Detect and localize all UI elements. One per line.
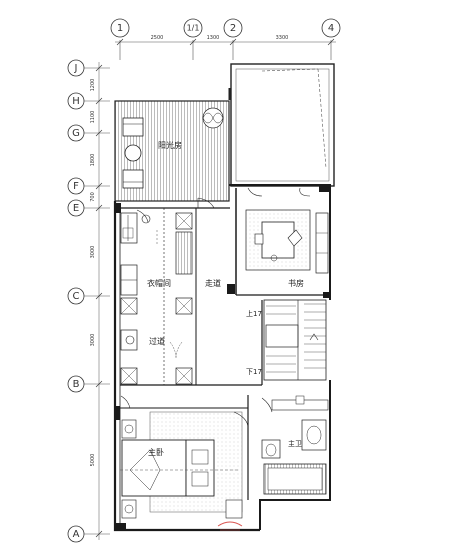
room-label-study: 书房 (288, 278, 304, 288)
dim-left-5: 3000 (90, 246, 96, 259)
master-bedroom: 主卧 (120, 411, 249, 519)
axis-label-E: E (73, 203, 79, 214)
dim-left-1: 1200 (90, 79, 96, 92)
dim-left-4: 700 (90, 192, 96, 202)
axis-bubble-1 (110, 18, 130, 38)
round-table-icon (124, 144, 142, 162)
axis-label-J: J (74, 63, 78, 74)
dim-left-3: 1800 (90, 154, 96, 167)
axis-label-F: F (73, 181, 79, 192)
room-label-passage: 过道 (149, 336, 165, 346)
room-label-sunroom: 阳光房 (158, 140, 182, 150)
axis-label-H: H (72, 96, 80, 107)
room-label-master-bedroom: 主卧 (148, 447, 164, 457)
door-swings (120, 209, 149, 409)
dim-left-2: 1100 (90, 111, 96, 124)
plant-icon (202, 107, 224, 129)
nightstand-icon (121, 499, 137, 519)
left-dimension-line: 1200 1100 1800 700 3000 3000 5000 (90, 62, 103, 540)
axis-label-1: 1 (117, 23, 123, 34)
toilet-icon (261, 439, 281, 459)
lounge-chair-icon (122, 117, 144, 137)
terrace (228, 63, 335, 187)
axis-bubble-4 (321, 18, 341, 38)
armchair-icon (225, 499, 243, 519)
axis-label-B: B (73, 379, 80, 390)
top-axis-bubbles: 1 1/1 2 4 (110, 18, 341, 60)
walk-in-closet: 衣帽间 过道 (120, 212, 193, 385)
red-annotation-mark (217, 521, 243, 531)
stair-down-label: 下17 (246, 368, 262, 376)
pillow-icon (191, 449, 209, 465)
staircase: 上17 下17 (246, 299, 327, 381)
stool-icon (141, 214, 151, 224)
dim-top-2: 1300 (207, 35, 220, 41)
exterior-walls (113, 184, 331, 532)
master-bathroom: 主卫 (261, 395, 329, 495)
sunroom: 阳光房 (114, 100, 230, 202)
column-posts (115, 185, 331, 531)
room-label-master-bath: 主卫 (288, 439, 302, 448)
axis-label-1-1: 1/1 (187, 24, 200, 33)
left-axis-bubbles: J H G F E C B A (67, 59, 110, 543)
pillow-icon (191, 471, 209, 487)
axis-label-2: 2 (230, 23, 236, 34)
lounge-chair-icon (122, 169, 144, 189)
axis-bubble-2 (223, 18, 243, 38)
corridor: 走道 (197, 197, 221, 288)
dim-top-1: 2500 (151, 35, 164, 41)
stair-arrow-icon (309, 333, 319, 341)
chair-icon (287, 229, 303, 247)
dim-top-3: 3300 (276, 35, 289, 41)
dim-left-6: 3000 (90, 334, 96, 347)
nightstand-icon (121, 419, 137, 439)
axis-bubble-1-1 (183, 18, 203, 38)
stair-up-label: 上17 (246, 309, 262, 318)
study: 书房 (245, 187, 329, 288)
room-label-closet: 衣帽间 (147, 278, 171, 288)
dim-left-7: 5000 (90, 454, 96, 467)
top-dimension-line: 2500 1300 3300 (115, 35, 336, 46)
axis-label-C: C (73, 291, 80, 302)
axis-label-G: G (72, 128, 80, 139)
sink-icon (301, 419, 327, 451)
headboard-icon (185, 439, 215, 497)
axis-label-4: 4 (328, 23, 334, 34)
bookshelf-icon (315, 212, 329, 274)
room-label-corridor: 走道 (205, 278, 221, 288)
axis-label-A: A (73, 529, 80, 540)
chair-icon (254, 233, 264, 245)
